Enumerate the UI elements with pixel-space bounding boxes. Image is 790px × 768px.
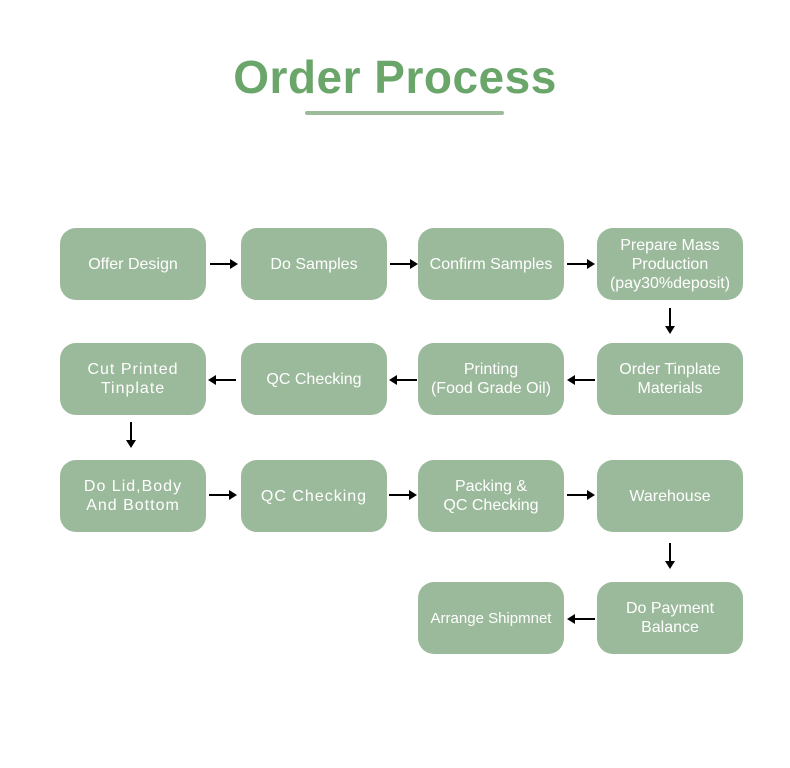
arrow-left-icon [567, 613, 595, 625]
page-title: Order Process [233, 51, 557, 103]
arrow-left-icon [208, 374, 236, 386]
step-do-payment-balance: Do Payment Balance [597, 582, 743, 654]
step-packing-qc-checking: Packing & QC Checking [418, 460, 564, 532]
arrow-left-icon [389, 374, 417, 386]
arrow-down-icon [664, 543, 676, 569]
arrow-right-icon [390, 258, 418, 270]
title-underline [305, 111, 504, 115]
step-cut-printed-tinplate: Cut Printed Tinplate [60, 343, 206, 415]
arrow-down-icon [664, 308, 676, 334]
arrow-down-icon [125, 422, 137, 448]
arrow-right-icon [567, 489, 595, 501]
step-warehouse: Warehouse [597, 460, 743, 532]
step-printing: Printing (Food Grade Oil) [418, 343, 564, 415]
arrow-left-icon [567, 374, 595, 386]
step-qc-checking-2: QC Checking [241, 460, 387, 532]
step-order-tinplate-materials: Order Tinplate Materials [597, 343, 743, 415]
arrow-right-icon [567, 258, 595, 270]
arrow-right-icon [389, 489, 417, 501]
step-do-samples: Do Samples [241, 228, 387, 300]
step-offer-design: Offer Design [60, 228, 206, 300]
step-prepare-mass-production: Prepare Mass Production (pay30%deposit) [597, 228, 743, 300]
arrow-right-icon [210, 258, 238, 270]
step-confirm-samples: Confirm Samples [418, 228, 564, 300]
step-arrange-shipment: Arrange Shipmnet [418, 582, 564, 654]
arrow-right-icon [209, 489, 237, 501]
step-do-lid-body-bottom: Do Lid,Body And Bottom [60, 460, 206, 532]
step-qc-checking-1: QC Checking [241, 343, 387, 415]
